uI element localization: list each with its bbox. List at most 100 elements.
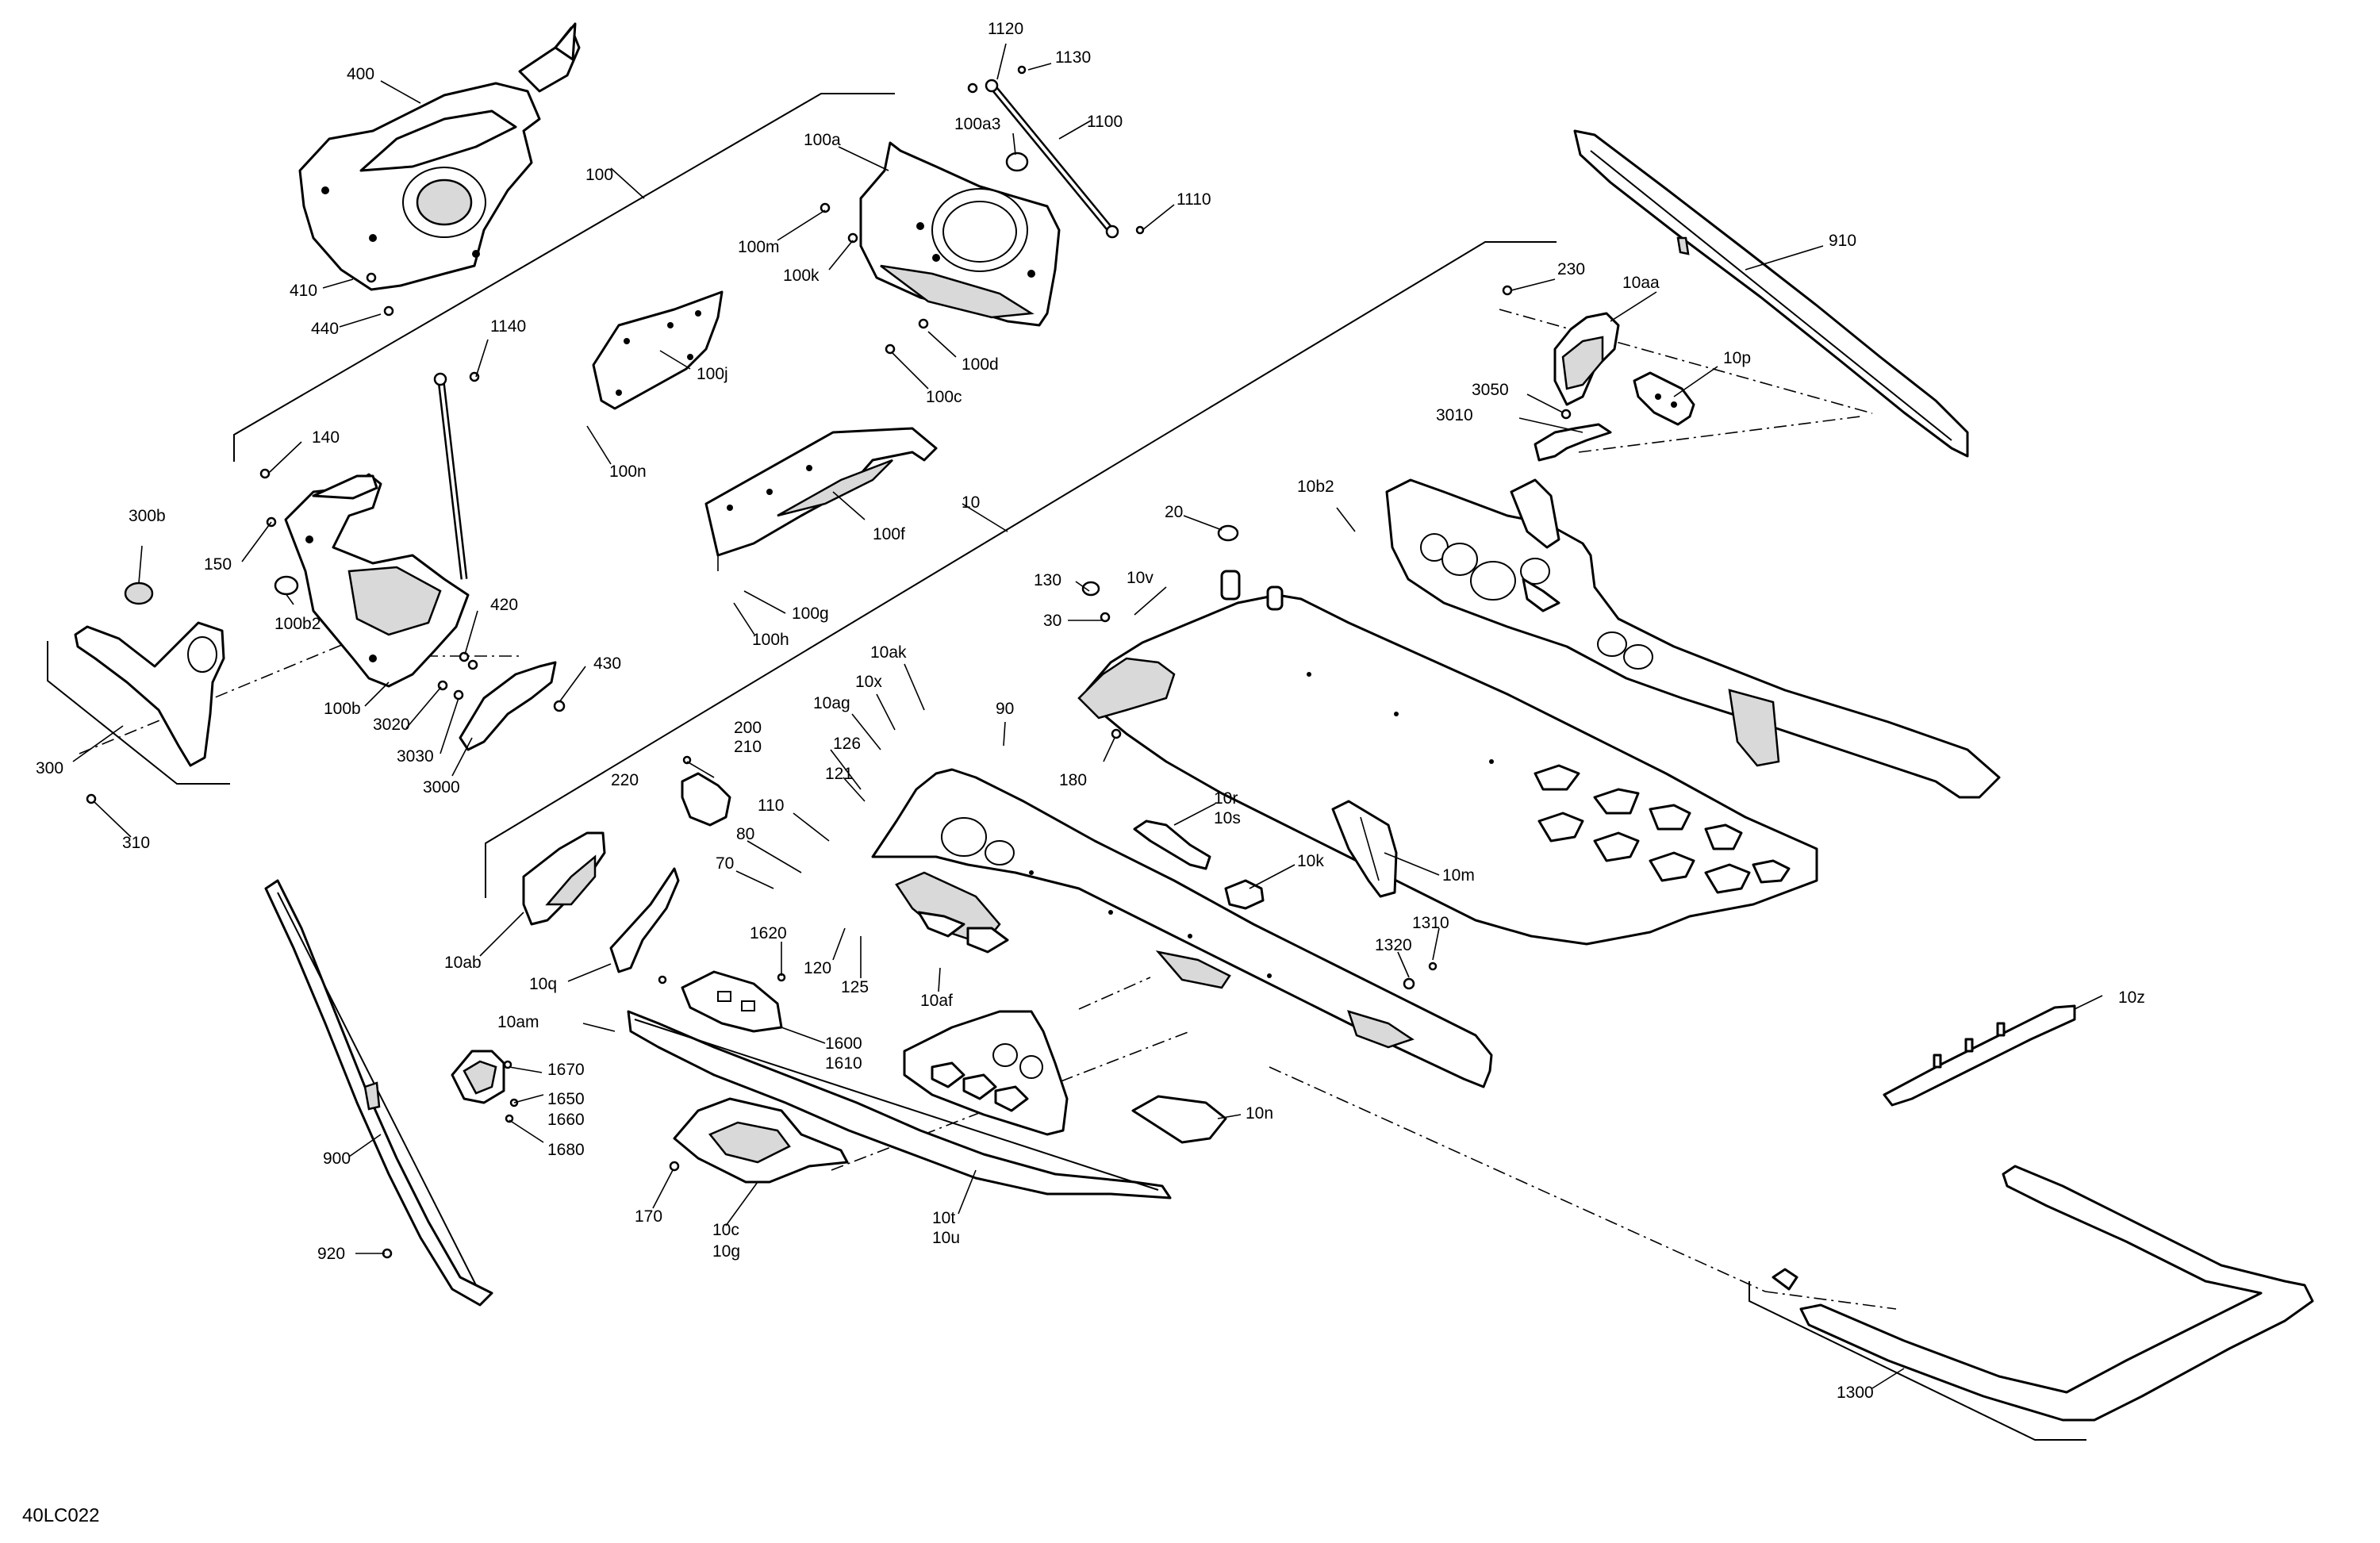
callout-10: 10	[962, 493, 980, 512]
callout-100h: 100h	[752, 631, 789, 649]
callout-10k: 10k	[1297, 852, 1324, 870]
callout-10am: 10am	[497, 1013, 539, 1031]
callout-1670: 1670	[547, 1061, 585, 1079]
callout-140: 140	[312, 428, 340, 447]
part-10k-plate	[1224, 879, 1265, 910]
callout-300: 300	[36, 759, 63, 777]
leader-lines	[72, 43, 2103, 1389]
figure-code: 40LC022	[22, 1505, 100, 1526]
callout-10u: 10u	[932, 1229, 960, 1247]
callout-10z: 10z	[2118, 988, 2145, 1007]
fasteners-1310-1320	[1403, 961, 1438, 990]
callout-10ag: 10ag	[813, 694, 850, 712]
callout-10t: 10t	[932, 1209, 955, 1227]
callout-10p: 10p	[1723, 349, 1751, 367]
part-400-upper-frame	[298, 22, 581, 291]
part-10t-front-rail	[627, 1010, 1172, 1199]
part-3010-bracket	[1502, 285, 1612, 462]
callout-80: 80	[736, 825, 754, 843]
callout-100f: 100f	[873, 525, 905, 543]
callout-100j: 100j	[697, 365, 728, 383]
callout-30: 30	[1043, 612, 1061, 630]
part-910-upper-rail	[1573, 129, 1969, 458]
callout-90: 90	[996, 700, 1014, 718]
callout-3050: 3050	[1472, 381, 1509, 399]
callout-10ak: 10ak	[870, 643, 907, 662]
part-10b2-right-tunnel-side	[1385, 478, 2001, 799]
group-bracket-1300	[1749, 1281, 2086, 1441]
fasteners-130-30-180	[1081, 581, 1122, 739]
callout-120: 120	[804, 959, 831, 977]
callout-10s: 10s	[1214, 809, 1241, 827]
callout-300b: 300b	[129, 507, 166, 525]
part-20-grommet	[1217, 524, 1239, 542]
callout-10af: 10af	[920, 992, 953, 1010]
callout-126: 126	[833, 735, 861, 753]
part-200-bracket	[681, 755, 731, 827]
callout-200: 200	[734, 719, 762, 737]
group-bracket-10	[485, 241, 1557, 898]
callout-10c: 10c	[712, 1221, 739, 1239]
callout-100g: 100g	[792, 605, 829, 623]
part-1600-plate	[681, 970, 786, 1033]
part-10v-tunnel-top	[1077, 570, 1818, 946]
part-10c-bracket	[669, 1097, 849, 1184]
callout-121: 121	[825, 765, 853, 783]
part-100a-front-frame	[859, 141, 1061, 327]
callout-410: 410	[290, 282, 317, 300]
callout-1110: 1110	[1177, 190, 1211, 209]
callout-150: 150	[204, 555, 232, 574]
part-1140-rod	[433, 371, 480, 580]
callout-1310: 1310	[1412, 914, 1449, 932]
callout-310: 310	[122, 834, 150, 852]
callout-3030: 3030	[397, 747, 434, 766]
part-1100-rod	[985, 79, 1119, 239]
part-100f-bracket	[704, 427, 938, 571]
screws-140-150	[259, 468, 378, 528]
callout-1620: 1620	[750, 924, 787, 942]
part-10b-left-tunnel-side	[871, 768, 1493, 1088]
callout-1660: 1660	[547, 1111, 585, 1129]
callout-900: 900	[323, 1150, 351, 1168]
callout-3000: 3000	[423, 778, 460, 796]
callout-125: 125	[841, 978, 869, 996]
callout-1120: 1120	[988, 20, 1023, 38]
part-10n-plate	[1131, 1095, 1227, 1144]
callout-110: 110	[758, 796, 784, 815]
callout-10r: 10r	[1214, 789, 1238, 808]
part-300b-cap	[124, 582, 154, 605]
callout-10b2: 10b2	[1297, 478, 1334, 496]
callout-440: 440	[311, 320, 339, 338]
callout-400: 400	[347, 65, 374, 83]
callout-3020: 3020	[373, 716, 410, 734]
callout-10aa: 10aa	[1622, 274, 1660, 292]
part-10q-strut	[609, 867, 680, 985]
callout-230: 230	[1557, 260, 1585, 278]
callout-100: 100	[585, 166, 613, 184]
callout-10m: 10m	[1442, 866, 1475, 885]
part-10z-rail	[1883, 1004, 2076, 1107]
part-10aa-vent	[1553, 312, 1620, 406]
callout-100m: 100m	[738, 238, 780, 256]
callout-220: 220	[611, 771, 639, 789]
part-300-spindle-bracket	[74, 621, 225, 804]
part-1300-rear-bumper	[1772, 1165, 2314, 1422]
callout-430: 430	[593, 654, 621, 673]
part-1650-bracket	[451, 1050, 519, 1123]
part-10r-bracket	[1133, 819, 1211, 870]
part-10m-plate	[1331, 800, 1398, 898]
callout-130: 130	[1034, 571, 1061, 589]
callout-100a3: 100a3	[954, 115, 1000, 133]
callout-10q: 10q	[529, 975, 557, 993]
callout-10n: 10n	[1246, 1104, 1273, 1123]
callout-1140: 1140	[490, 317, 526, 336]
callout-1300: 1300	[1837, 1384, 1874, 1402]
callout-1320: 1320	[1375, 936, 1412, 954]
callout-1130: 1130	[1055, 48, 1091, 67]
callout-100c: 100c	[926, 388, 962, 406]
callout-1680: 1680	[547, 1141, 585, 1159]
callout-70: 70	[716, 854, 734, 873]
callout-20: 20	[1165, 503, 1183, 521]
